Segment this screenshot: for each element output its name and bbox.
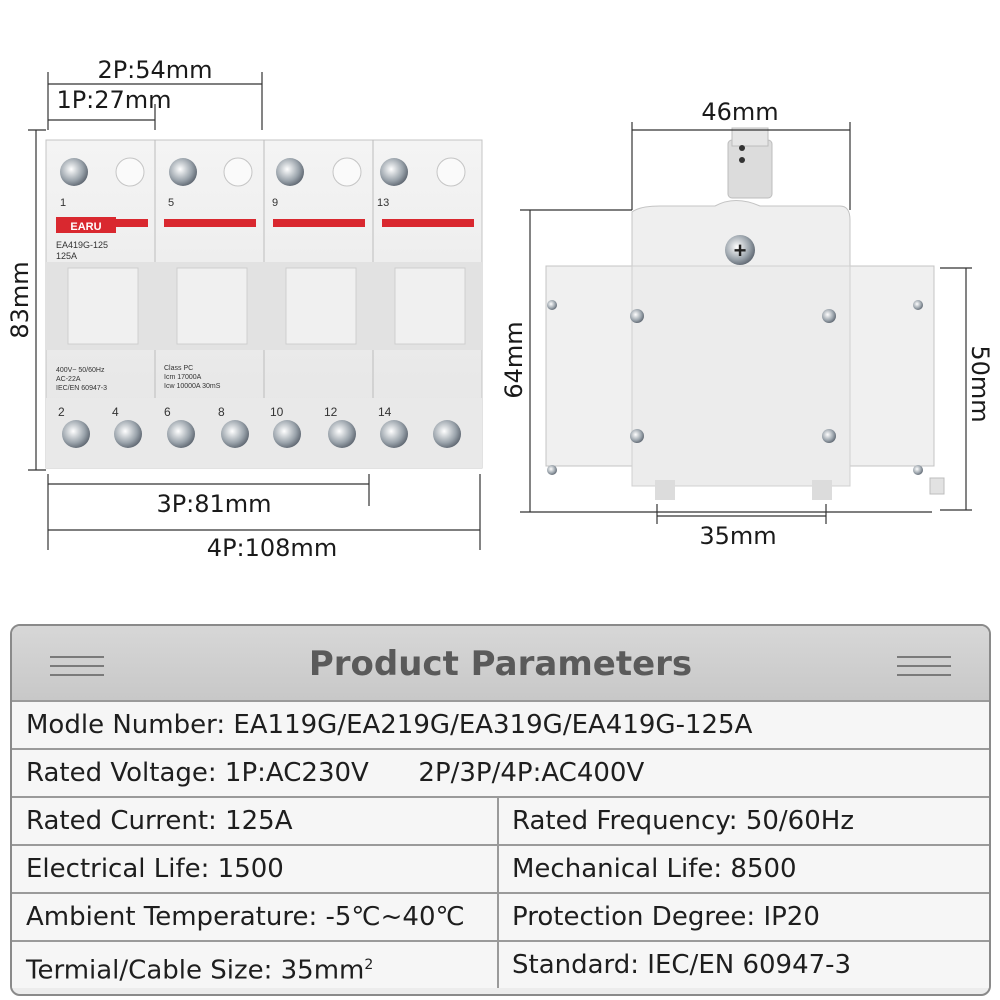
spec-category: AC-22A (56, 376, 81, 383)
column-divider (497, 798, 499, 844)
param-row-cable: Termial/Cable Size: 35mm2 Standard: IEC/… (12, 940, 989, 988)
terminal-bottom-14: 14 (378, 405, 392, 419)
column-divider (497, 894, 499, 940)
param-row-model: Modle Number: EA119G/EA219G/EA319G/EA419… (12, 700, 989, 748)
dim-3p-width: 3P:81mm (156, 490, 271, 518)
column-divider (497, 942, 499, 988)
product-parameters-table: Product Parameters Modle Number: EA119G/… (10, 624, 991, 996)
terminal-top-5: 5 (168, 197, 174, 209)
protection-degree: Protection Degree: IP20 (512, 902, 820, 932)
param-row-current: Rated Current: 125A Rated Frequency: 50/… (12, 796, 989, 844)
standard: Standard: IEC/EN 60947-3 (512, 950, 852, 980)
terminal-top-1: 1 (60, 197, 66, 209)
dim-side-top-width: 46mm (701, 98, 778, 126)
param-row-voltage: Rated Voltage: 1P:AC230V 2P/3P/4P:AC400V (12, 748, 989, 796)
params-title: Product Parameters (308, 644, 693, 684)
cable-size: Termial/Cable Size: 35mm2 (26, 942, 373, 988)
dim-side-height-right: 50mm (966, 345, 994, 422)
svg-text:+: + (734, 238, 747, 263)
param-row-life: Electrical Life: 1500 Mechanical Life: 8… (12, 844, 989, 892)
dim-side-height-left: 64mm (500, 321, 528, 398)
rated-frequency: Rated Frequency: 50/60Hz (512, 806, 854, 836)
cable-size-text: Termial/Cable Size: 35mm (26, 955, 365, 986)
cable-size-superscript: 2 (364, 957, 374, 973)
side-view-device: + (545, 127, 945, 500)
spec-icm: Icm 17000A (164, 374, 202, 381)
dim-2p-width: 2P:54mm (97, 56, 212, 84)
params-header: Product Parameters (12, 626, 989, 700)
model-label: EA419G-125 (56, 240, 108, 250)
spec-standard: IEC/EN 60947-3 (56, 385, 107, 392)
terminal-top-9: 9 (272, 197, 278, 209)
electrical-life: Electrical Life: 1500 (26, 854, 284, 884)
param-row-temperature: Ambient Temperature: -5℃~40℃ Protection … (12, 892, 989, 940)
spec-class: Class PC (164, 365, 193, 372)
current-label: 125A (56, 251, 77, 261)
terminal-bottom-8: 8 (218, 405, 225, 419)
model-number: Modle Number: EA119G/EA219G/EA319G/EA419… (26, 710, 753, 740)
terminal-bottom-4: 4 (112, 405, 119, 419)
column-divider (497, 846, 499, 892)
brand-logo: EARU (70, 221, 101, 233)
spec-voltage: 400V~ 50/60Hz (56, 367, 105, 374)
dim-rail-width: 35mm (699, 522, 776, 550)
ambient-temperature: Ambient Temperature: -5℃~40℃ (26, 902, 465, 932)
terminal-bottom-10: 10 (270, 405, 284, 419)
front-view-device: EARU EA419G-125 125A 1 5 9 13 2 4 6 8 10… (45, 139, 483, 469)
dim-1p-width: 1P:27mm (56, 86, 171, 114)
dim-height: 83mm (6, 261, 34, 338)
side-dimension-lines (520, 122, 972, 524)
menu-lines-icon (897, 656, 951, 678)
spec-icw: Icw 10000A 30mS (164, 383, 221, 390)
terminal-bottom-6: 6 (164, 405, 171, 419)
rated-current: Rated Current: 125A (26, 806, 293, 836)
dim-4p-width: 4P:108mm (207, 534, 337, 562)
terminal-top-13: 13 (377, 197, 389, 209)
mechanical-life: Mechanical Life: 8500 (512, 854, 797, 884)
menu-lines-icon (50, 656, 104, 678)
dimension-drawings: EARU EA419G-125 125A 1 5 9 13 2 4 6 8 10… (6, 56, 994, 562)
rated-voltage: Rated Voltage: 1P:AC230V 2P/3P/4P:AC400V (26, 758, 645, 788)
terminal-bottom-12: 12 (324, 405, 338, 419)
terminal-bottom-2: 2 (58, 405, 65, 419)
front-dimension-lines (28, 72, 481, 550)
